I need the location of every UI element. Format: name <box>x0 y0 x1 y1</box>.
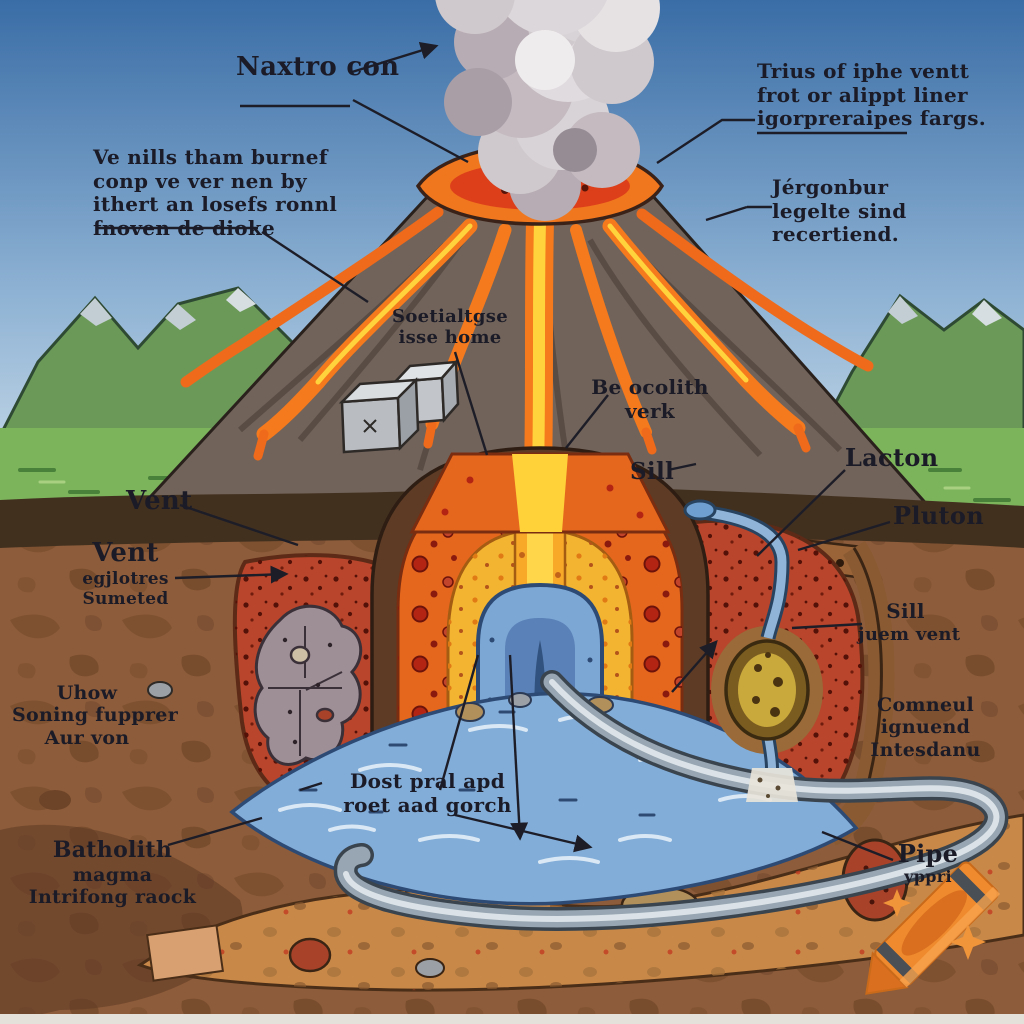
volcanic-blocks <box>338 358 460 454</box>
sparkle-large <box>950 924 986 960</box>
blue-pipe-and-pluton <box>683 499 823 802</box>
label-pipe: Pipe yppri <box>897 839 959 887</box>
label-left-flank: Ve nills tham burnef conp ve ver nen by … <box>93 145 338 240</box>
label-lacton: Lacton <box>845 443 939 472</box>
label-vent-detail: Vent egjlotres Sumeted <box>82 538 169 609</box>
crayon-logo <box>865 861 1001 995</box>
label-sill-right: Sill juem vent <box>858 599 961 645</box>
label-eruption-column: Trius of iphe ventt frot or alippt liner… <box>757 59 987 131</box>
pluton-core <box>738 653 796 727</box>
label-laccolith: Be ocolith verk <box>591 375 709 423</box>
pipe-spray <box>746 768 798 802</box>
label-right-flank: Jérgonbur legelte sind recertiend. <box>772 175 907 247</box>
label-sill: Sill <box>630 458 675 485</box>
label-intrusion-right: Comneul ignuend Intesdanu <box>870 694 981 761</box>
mountains-right <box>815 293 1024 438</box>
sparkle-small <box>883 889 911 917</box>
label-magma-pool: Dost pral apd roet aad gorch <box>343 769 512 817</box>
vent-funnel <box>409 452 671 534</box>
label-cone: Naxtro con <box>236 52 400 82</box>
label-batholith: Batholith magma Intrifong raock <box>28 837 197 909</box>
label-pluton: Pluton <box>893 501 984 530</box>
label-conduit: Soetialtgse isse home <box>392 306 508 349</box>
smoke-plume <box>435 0 660 221</box>
label-vent: Vent <box>126 486 193 516</box>
leader-lines <box>96 41 907 862</box>
label-magma-left: Uhow Soning fupprer Aur von <box>12 682 179 749</box>
